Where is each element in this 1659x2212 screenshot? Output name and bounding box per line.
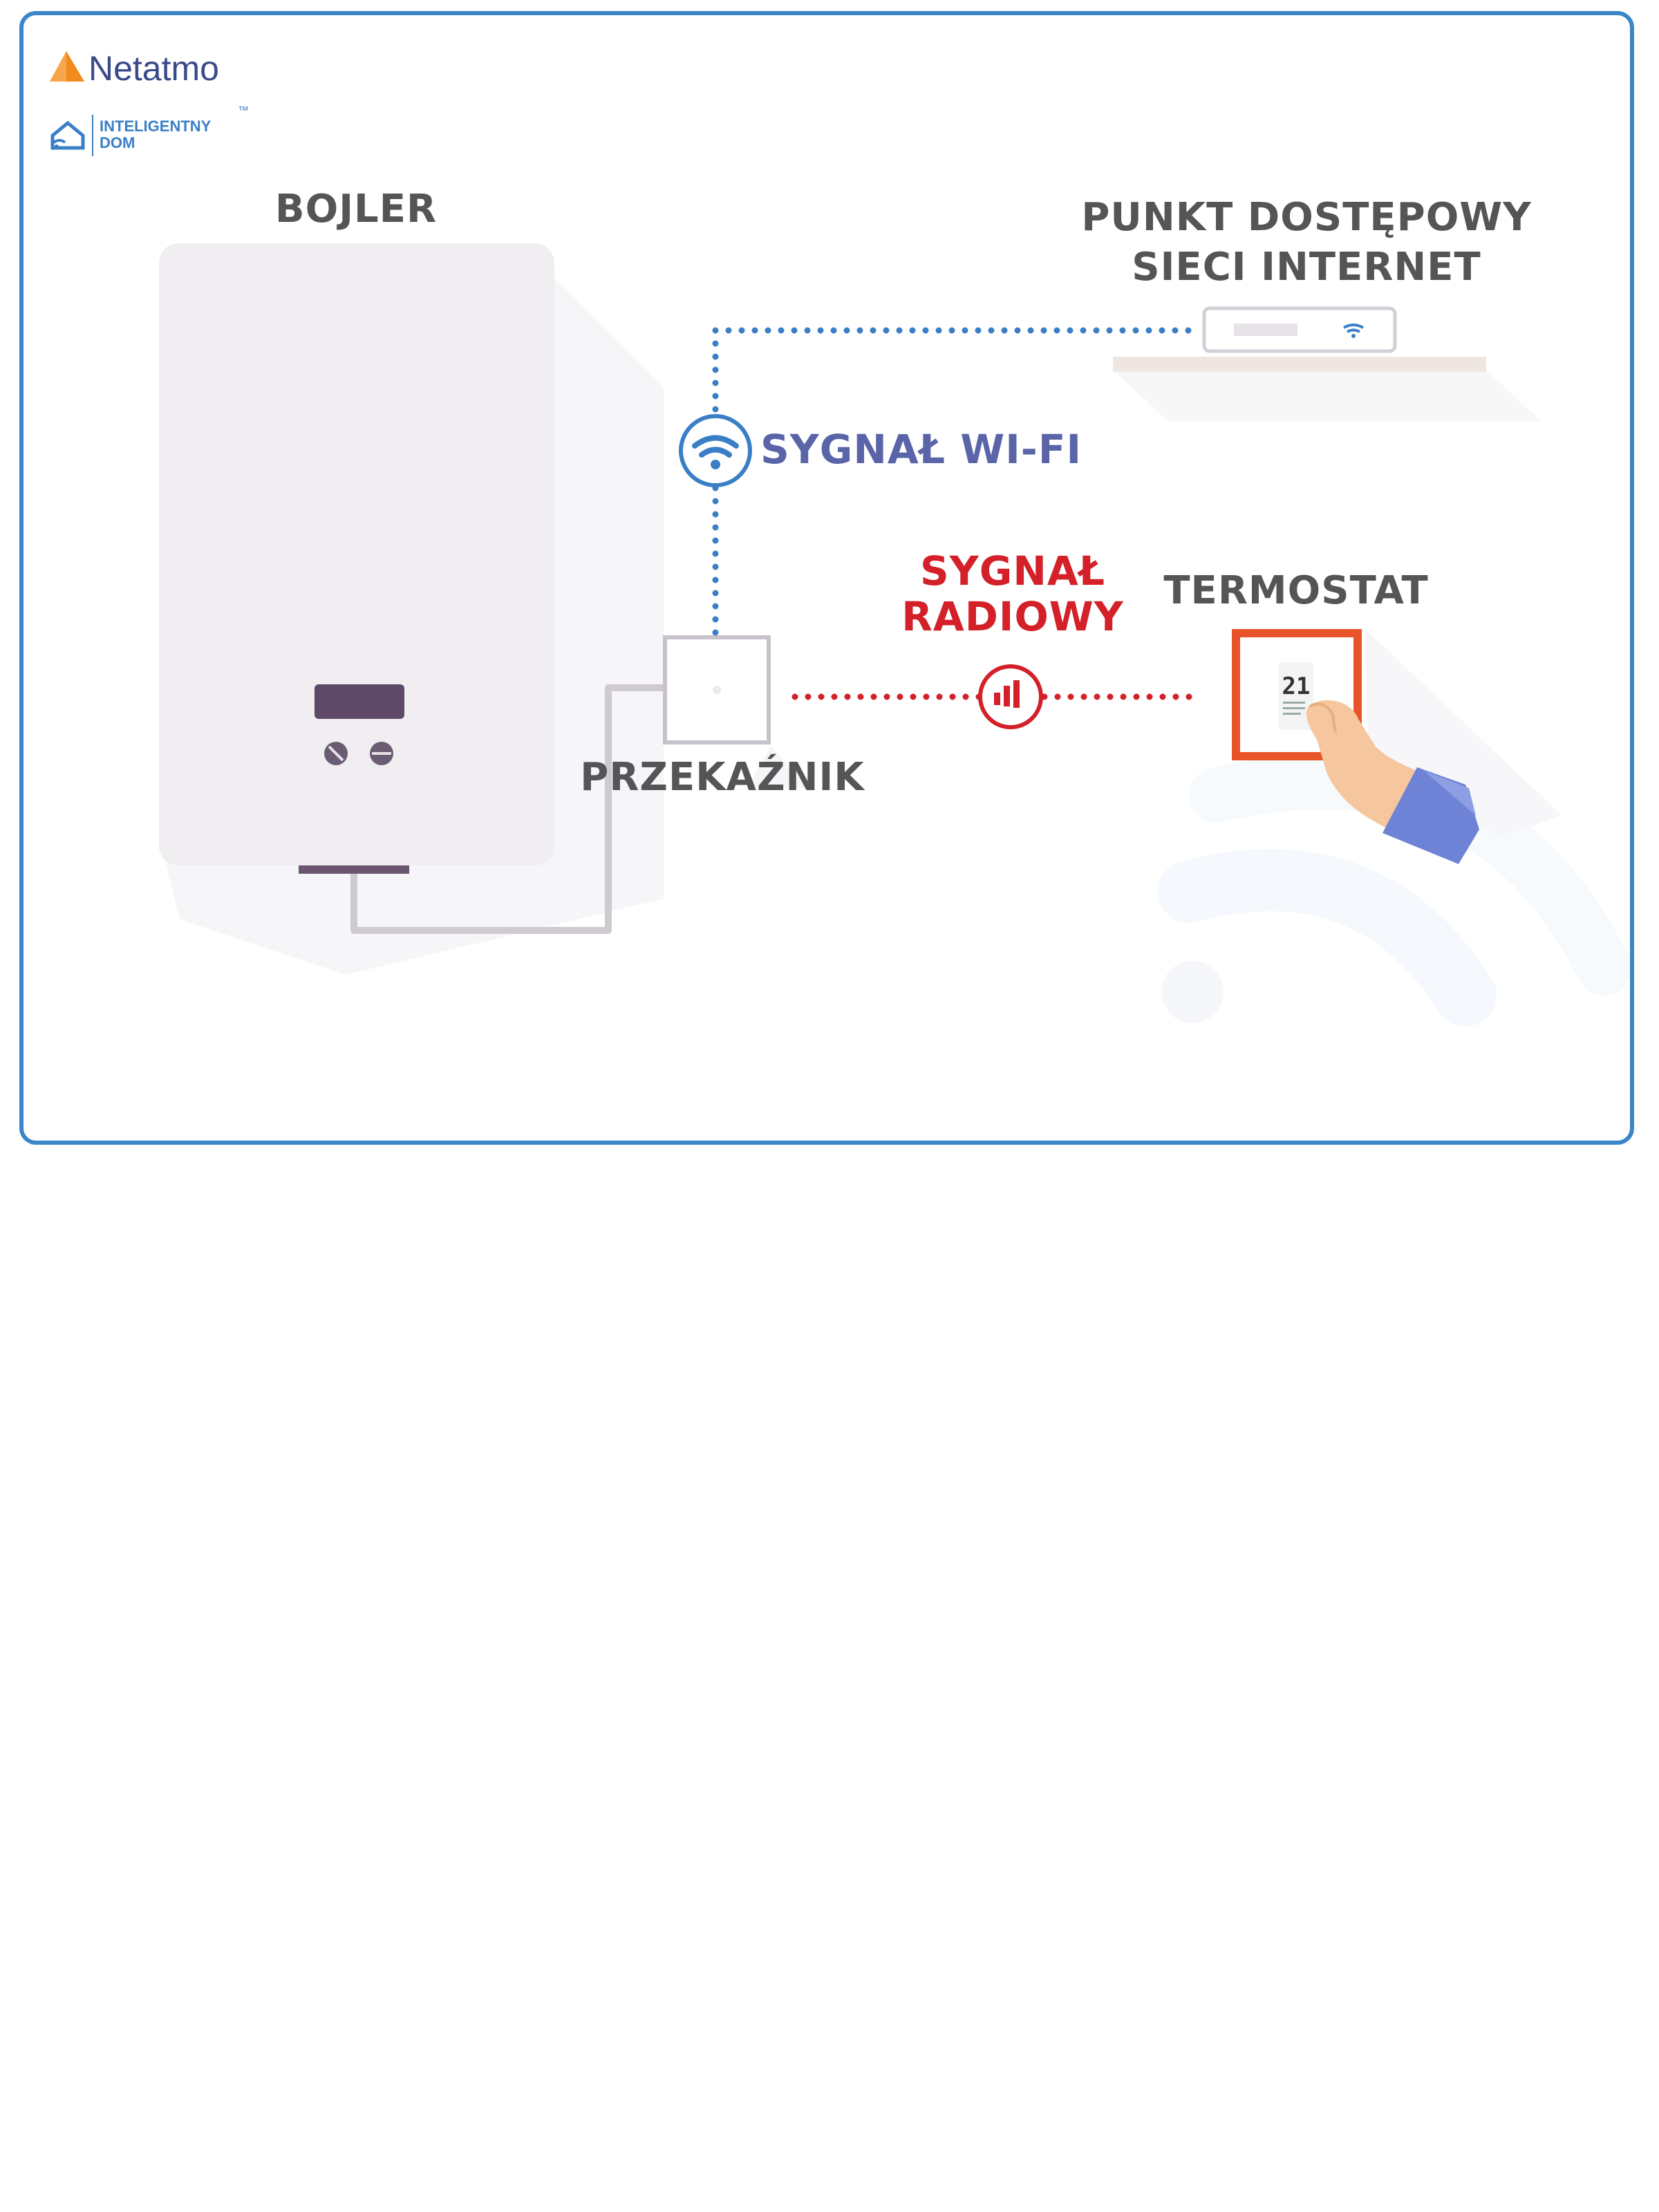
relay-label: PRZEKAŹNIK bbox=[580, 755, 865, 800]
house-logo-icon bbox=[50, 51, 84, 82]
diagram: 21 Netatmo INTELIGENTNY DOM ™ BOJLER PUN… bbox=[19, 11, 1634, 1145]
hand-icon bbox=[1306, 700, 1479, 864]
radio-signal-label-line1: SYGNAŁ bbox=[919, 547, 1106, 594]
access-point-label-line2: SIECI INTERNET bbox=[1132, 245, 1481, 290]
smart-home-icon bbox=[50, 115, 93, 156]
boiler-bottom-bar bbox=[299, 865, 409, 874]
wifi-dotted-line bbox=[712, 327, 1192, 636]
shelf bbox=[1113, 357, 1486, 372]
brand-sub-line1: INTELIGENTNY bbox=[100, 118, 212, 135]
thermostat-reading: 21 bbox=[1282, 673, 1311, 700]
boiler-label: BOJLER bbox=[274, 187, 438, 232]
radio-signal-icon bbox=[978, 664, 1043, 729]
brand-tm: ™ bbox=[238, 105, 249, 117]
diagram-frame bbox=[19, 11, 1634, 1145]
boiler-display bbox=[315, 684, 404, 719]
brand-name: Netatmo bbox=[88, 49, 219, 88]
wifi-icon bbox=[679, 414, 752, 487]
router bbox=[1202, 306, 1397, 353]
radio-signal-label-line2: RADIOWY bbox=[901, 593, 1124, 640]
thermostat-label: TERMOSTAT bbox=[1163, 568, 1429, 613]
shelf-shadow bbox=[1113, 370, 1541, 422]
wifi-signal-label: SYGNAŁ WI-FI bbox=[760, 426, 1082, 473]
thermostat-screen-lines bbox=[1283, 702, 1305, 715]
relay-wire bbox=[350, 684, 664, 934]
router-wifi-icon bbox=[1343, 324, 1364, 338]
router-led-strip bbox=[1234, 324, 1297, 336]
brand-sub-line2: DOM bbox=[100, 134, 135, 151]
access-point-label-line1: PUNKT DOSTĘPOWY bbox=[1081, 195, 1532, 240]
boiler-body bbox=[159, 243, 554, 865]
diagram-graphics: 21 bbox=[50, 51, 1541, 934]
boiler-knobs bbox=[324, 742, 393, 765]
relay-shadow bbox=[747, 747, 809, 788]
